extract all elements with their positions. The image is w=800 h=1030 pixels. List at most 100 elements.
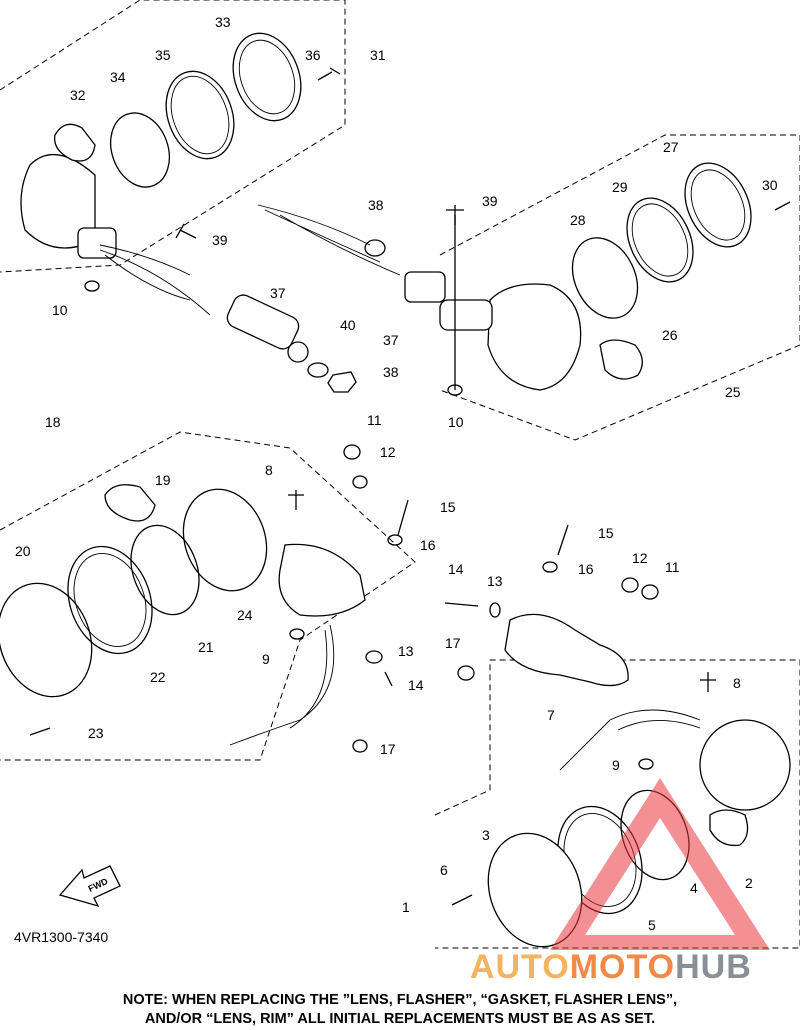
bolt-39-left <box>175 223 197 239</box>
collar-12-right <box>621 577 639 593</box>
flasher-assembly-lower-right <box>444 524 791 948</box>
callout-1: 1 <box>402 899 410 915</box>
callout-8-right: 8 <box>733 675 741 691</box>
callout-36: 36 <box>305 47 321 63</box>
lens-21 <box>130 524 200 616</box>
screw-23 <box>29 727 51 736</box>
callout-31: 31 <box>370 47 386 63</box>
callout-13-mid: 13 <box>398 643 414 659</box>
forward-direction-arrow: FWD <box>58 865 121 908</box>
callout-15-right: 15 <box>598 525 614 541</box>
relay-37-left <box>226 294 300 350</box>
callout-20: 20 <box>15 543 31 559</box>
callout-4: 4 <box>690 880 698 896</box>
callout-12-mid: 12 <box>380 444 396 460</box>
bulb-19 <box>104 484 156 522</box>
callout-12-right: 12 <box>632 550 648 566</box>
nut-17-right <box>457 665 475 681</box>
callout-32: 32 <box>70 87 86 103</box>
washer-40 <box>307 362 329 378</box>
screw-30 <box>774 201 791 211</box>
flasher-body-25 <box>487 283 582 391</box>
callout-13-right: 13 <box>487 573 503 589</box>
callout-37-right: 37 <box>383 332 399 348</box>
flasher-stay <box>77 227 117 259</box>
callout-labels: 33 36 31 35 34 32 39 10 37 40 38 39 38 3… <box>15 14 778 933</box>
bulb-26 <box>599 339 643 380</box>
nut-9-mid <box>289 628 305 640</box>
callout-33: 33 <box>215 14 231 30</box>
nut-10-left <box>84 280 100 292</box>
wire-harness-upper-right <box>257 204 401 276</box>
callout-15-mid: 15 <box>440 499 456 515</box>
watermark-logo: AUTOMOTOHUB <box>470 948 752 987</box>
callout-29: 29 <box>612 179 628 195</box>
collar-12-mid <box>352 475 368 489</box>
flasher-assembly-mid-left <box>0 444 409 753</box>
nut-9-right <box>638 758 654 770</box>
nut-11-mid <box>343 444 361 460</box>
nut-38-upper <box>364 239 386 257</box>
gasket-29 <box>626 197 694 283</box>
callout-34: 34 <box>110 69 126 85</box>
screw-6 <box>451 894 473 906</box>
callout-39-left: 39 <box>212 232 228 248</box>
flasher-relay-group <box>226 204 446 393</box>
assembly-25-boundary <box>439 134 800 441</box>
nut-17-mid <box>352 739 368 753</box>
callout-30: 30 <box>762 177 778 193</box>
wire-harness-upper-left <box>99 244 211 316</box>
bracket-7 <box>504 613 629 687</box>
callout-38-upper: 38 <box>368 197 384 213</box>
assembly-31-boundary <box>0 0 346 273</box>
lens-rim-27 <box>684 162 752 248</box>
callout-17-right: 17 <box>445 635 461 651</box>
bolt-8-mid <box>288 490 304 510</box>
watermark-moto: MOTO <box>569 948 676 986</box>
flasher-body-32 <box>20 153 96 249</box>
bracket-24 <box>278 543 366 617</box>
callout-14-mid: 14 <box>408 677 424 693</box>
callout-28: 28 <box>570 212 586 228</box>
relay-37-right <box>404 271 446 303</box>
lens-rim-33-inner <box>238 39 296 115</box>
nut-11-right <box>641 584 659 600</box>
callout-6: 6 <box>440 862 448 878</box>
replacement-note-line-1: NOTE: WHEN REPLACING THE ”LENS, FLASHER”… <box>122 992 678 1008</box>
watermark-hub: HUB <box>675 948 752 986</box>
callout-9-mid: 9 <box>262 651 270 667</box>
gasket-22 <box>67 545 153 655</box>
wire-harness-lower-right <box>559 709 701 771</box>
callout-22: 22 <box>150 669 166 685</box>
callout-2: 2 <box>745 875 753 891</box>
lens-34 <box>110 112 170 188</box>
bolt-8-right <box>700 672 716 692</box>
gasket-22-inner <box>73 552 147 648</box>
callout-19: 19 <box>155 472 171 488</box>
callout-18: 18 <box>45 414 61 430</box>
washer-16-right <box>542 561 558 573</box>
lens-rim-33 <box>232 32 302 122</box>
callout-24: 24 <box>237 607 253 623</box>
callout-10-left: 10 <box>52 302 68 318</box>
flasher-body-18 <box>182 488 268 592</box>
nut-10-right <box>447 384 463 396</box>
bolt-14-mid <box>384 671 393 687</box>
callout-3: 3 <box>482 827 490 843</box>
callout-39-right: 39 <box>482 193 498 209</box>
callout-16-mid: 16 <box>420 537 436 553</box>
assembly-1-boundary <box>434 659 800 949</box>
nut-38-lower <box>327 371 357 393</box>
flasher-assembly-upper-left <box>20 32 341 316</box>
bolt-39-right <box>446 205 464 225</box>
washer-13-mid <box>365 650 383 664</box>
bulb-2 <box>709 809 749 847</box>
lens-rim-27-inner <box>690 169 746 241</box>
wire-harness-mid-left <box>229 624 335 746</box>
washer-13-right <box>489 602 501 618</box>
bolt-15-mid <box>397 499 409 536</box>
flasher-body-1 <box>699 719 791 811</box>
bolt-14-right <box>444 602 479 607</box>
replacement-note-line-2: AND/OR “LENS, RIM” ALL INITIAL REPLACEME… <box>144 1011 656 1027</box>
